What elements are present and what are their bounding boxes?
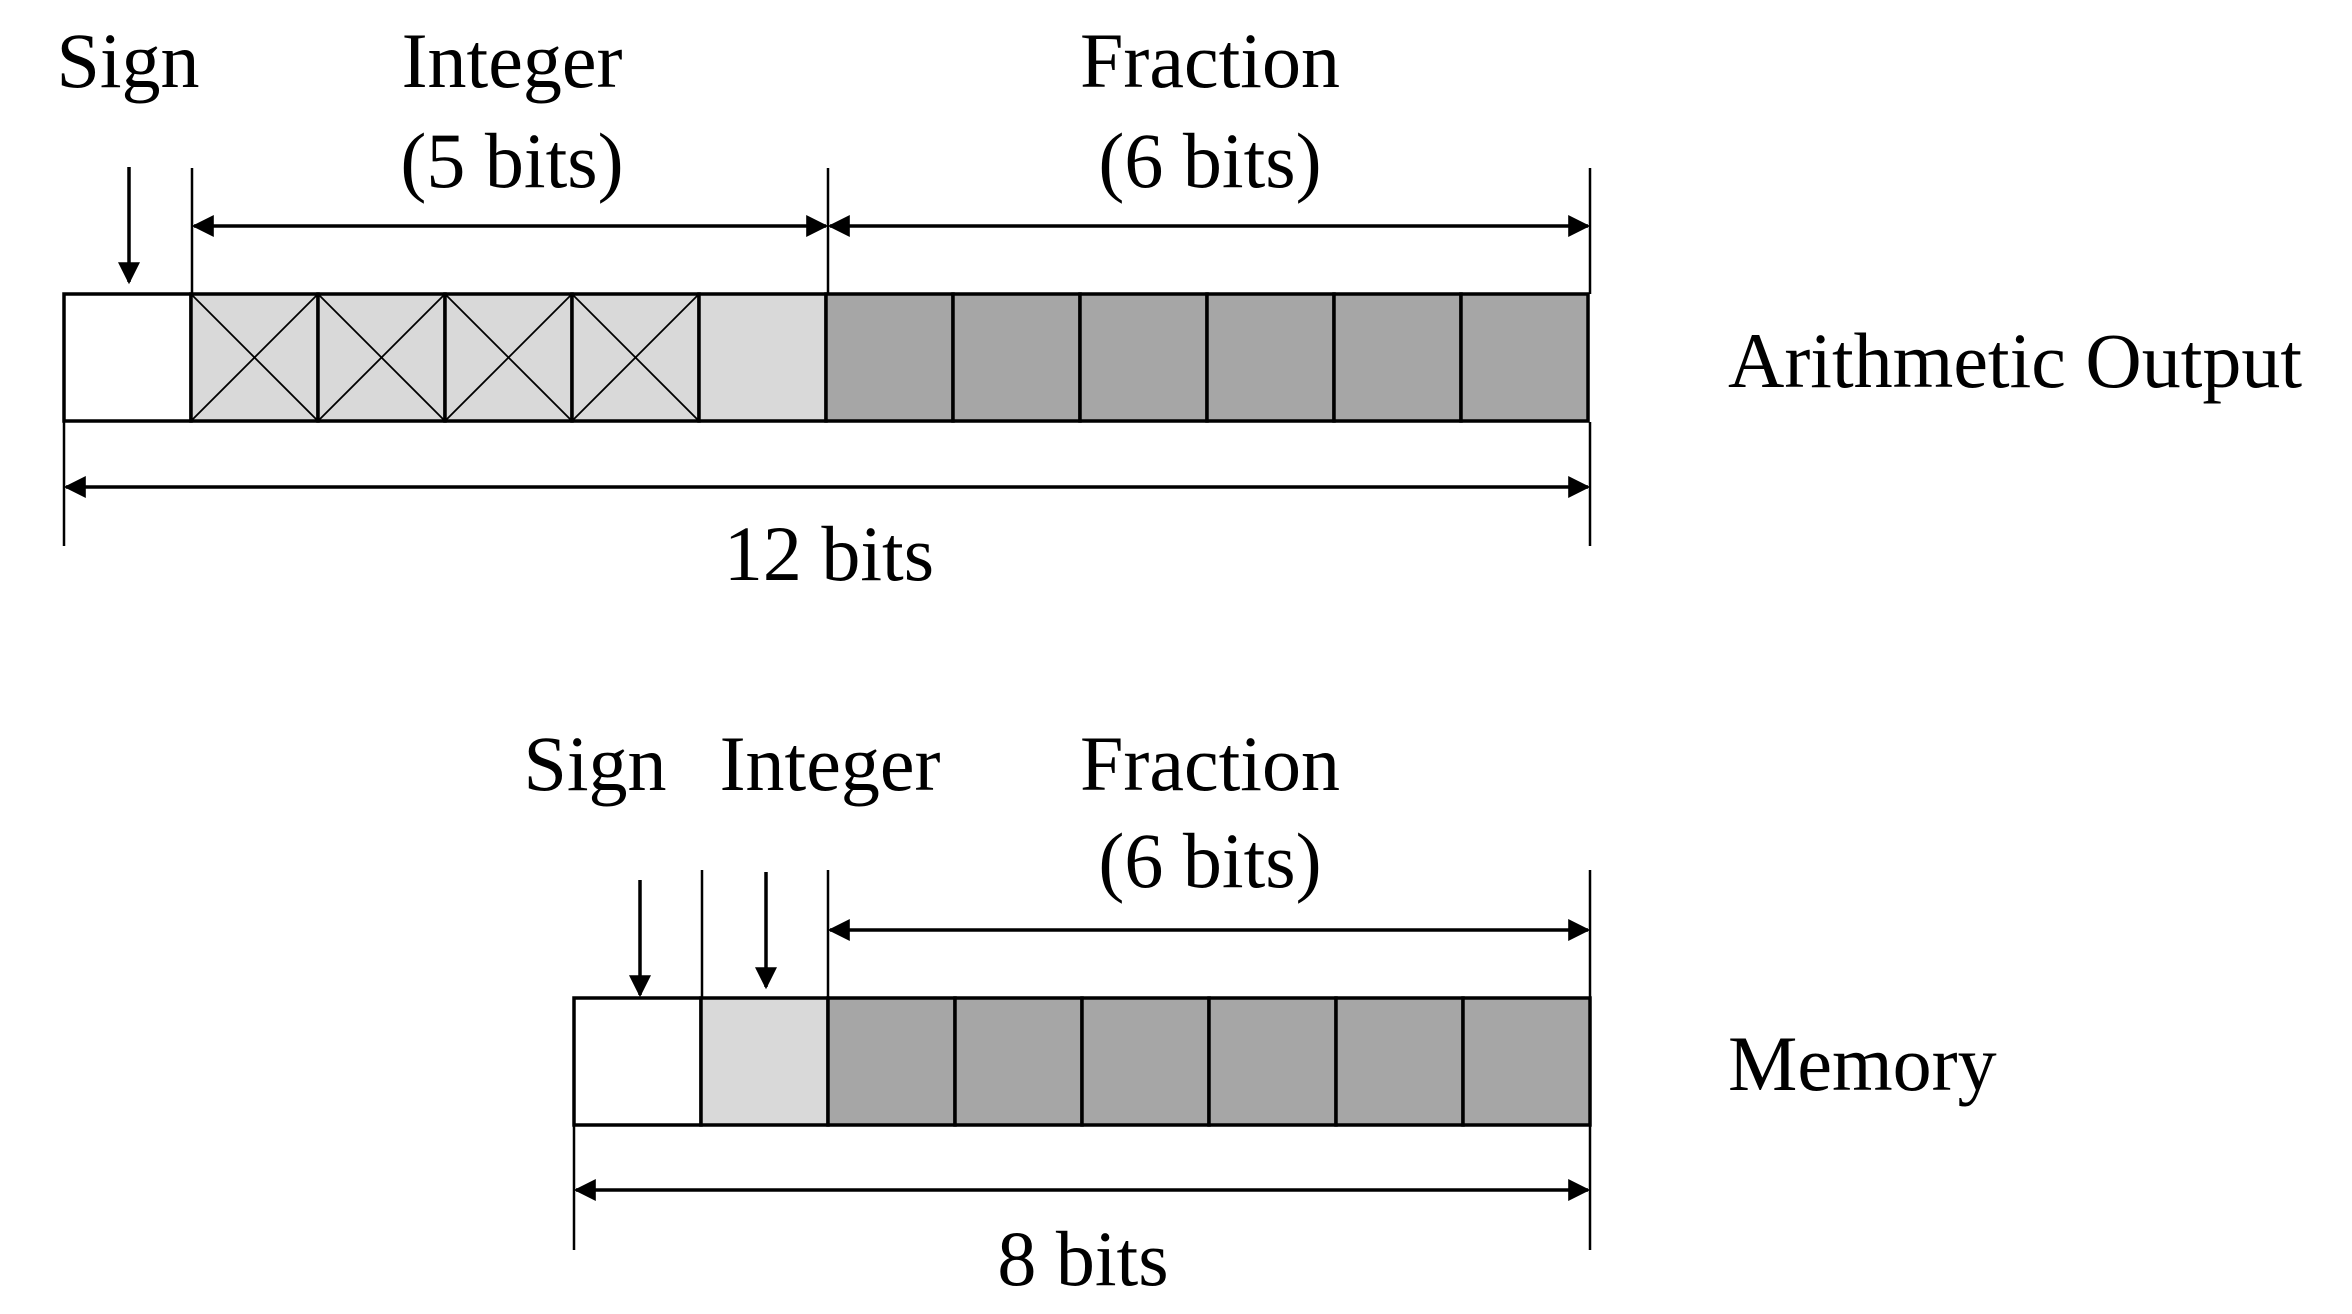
arithmetic-output-group: Sign Integer (5 bits) Fraction (6 bits) … — [56, 17, 2302, 597]
bottom-bit-cell-2-integer — [699, 996, 830, 1127]
bottom-sign-label: Sign — [523, 720, 666, 807]
top-bit-cell-12-fraction — [1459, 292, 1590, 423]
arithmetic-output-label: Arithmetic Output — [1728, 317, 2302, 404]
top-bit-cell-8-fraction — [951, 292, 1082, 423]
top-bit-cell-10-fraction — [1205, 292, 1336, 423]
arithmetic-output-register — [62, 292, 1590, 423]
bottom-total-bits-label: 8 bits — [997, 1215, 1168, 1302]
top-bit-cell-5-cross-line-2 — [571, 293, 700, 422]
top-bit-cell-11-fraction — [1332, 292, 1463, 423]
bottom-bit-cell-7-fraction — [1334, 996, 1465, 1127]
top-bit-cell-1-sign — [62, 292, 193, 423]
top-total-bits-label: 12 bits — [724, 510, 934, 597]
top-bit-cell-7-fraction — [824, 292, 955, 423]
memory-label: Memory — [1728, 1020, 1997, 1107]
top-bit-cell-9-fraction — [1078, 292, 1209, 423]
top-fraction-label: Fraction — [1080, 17, 1340, 104]
top-integer-label: Integer — [402, 17, 623, 104]
bottom-bit-cell-6-fraction — [1207, 996, 1338, 1127]
top-sign-label: Sign — [56, 17, 199, 104]
bottom-bit-cell-5-fraction — [1080, 996, 1211, 1127]
top-bit-cell-2-cross-line-2 — [190, 293, 319, 422]
bottom-fraction-bits-label: (6 bits) — [1098, 817, 1321, 904]
memory-group: Sign Integer Fraction (6 bits) 8 bits Me… — [523, 720, 1996, 1302]
top-bit-cell-6-integer — [697, 292, 828, 423]
bottom-integer-label: Integer — [720, 720, 941, 807]
bottom-bit-cell-4-fraction — [953, 996, 1084, 1127]
top-integer-bits-label: (5 bits) — [400, 117, 623, 204]
memory-register — [572, 996, 1592, 1127]
bottom-bit-cell-8-fraction — [1461, 996, 1592, 1127]
bottom-fraction-label: Fraction — [1080, 720, 1340, 807]
top-bit-cell-3-cross-line-2 — [317, 293, 446, 422]
bottom-bit-cell-3-fraction — [826, 996, 957, 1127]
top-bit-cell-4-cross-line-2 — [444, 293, 573, 422]
top-fraction-bits-label: (6 bits) — [1098, 117, 1321, 204]
bottom-bit-cell-1-sign — [572, 996, 703, 1127]
